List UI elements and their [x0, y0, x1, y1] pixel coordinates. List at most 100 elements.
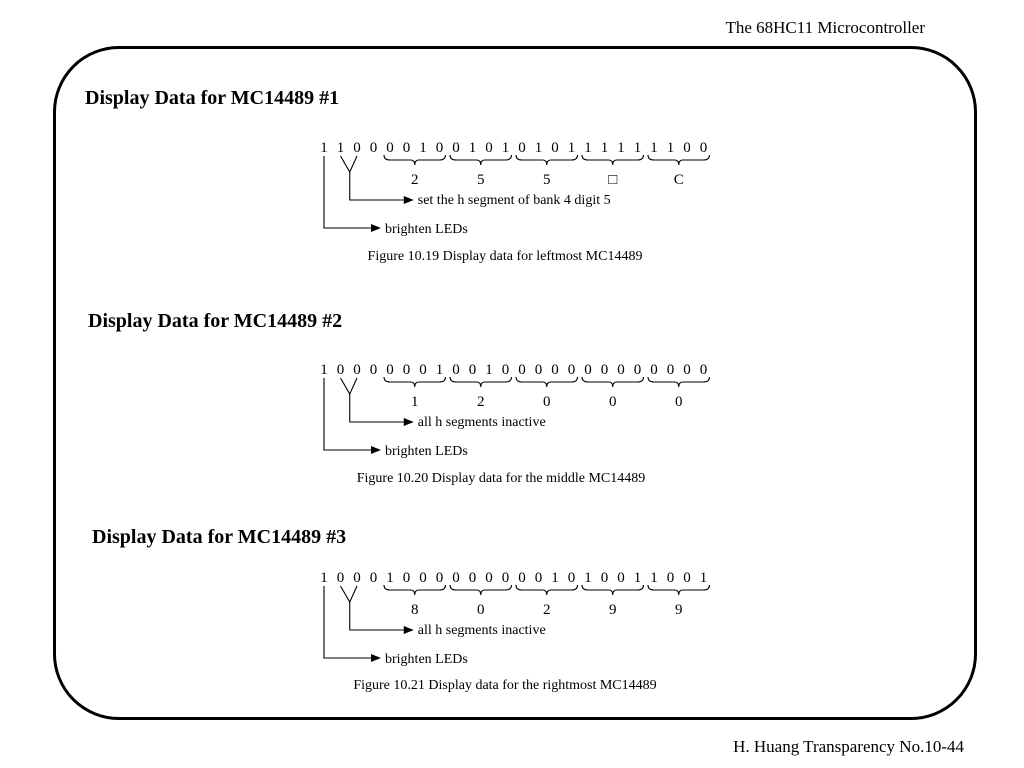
bit-23: 1 — [700, 570, 708, 586]
slide-frame — [53, 46, 977, 720]
bit-3: 0 — [370, 570, 378, 586]
digit-brace-1 — [449, 376, 513, 388]
bit-13: 0 — [535, 570, 543, 586]
digit-brace-2 — [515, 154, 579, 166]
digit-brace-1 — [449, 154, 513, 166]
bit-21: 0 — [667, 570, 675, 586]
digit-brace-2 — [515, 376, 579, 388]
bit-16: 0 — [584, 362, 592, 378]
bit-3: 0 — [370, 140, 378, 156]
bit-20: 0 — [650, 362, 658, 378]
bit-7: 0 — [436, 570, 444, 586]
digit-brace-4 — [647, 584, 711, 596]
digit-label-2: 5 — [543, 172, 551, 188]
digit-brace-3 — [581, 584, 645, 596]
digit-label-2: 2 — [543, 602, 551, 618]
h-selector-lines — [340, 377, 358, 396]
digit-brace-1 — [449, 584, 513, 596]
bit-14: 0 — [551, 362, 559, 378]
bit-11: 0 — [502, 570, 510, 586]
bit-5: 0 — [403, 570, 411, 586]
digit-label-3: 0 — [609, 394, 617, 410]
bit-21: 1 — [667, 140, 675, 156]
bit-22: 0 — [683, 570, 691, 586]
h-selector-arrow-line — [349, 394, 404, 423]
bit-0: 1 — [320, 362, 328, 378]
bit-20: 1 — [650, 140, 658, 156]
bit-14: 0 — [551, 140, 559, 156]
digit-label-1: 2 — [477, 394, 485, 410]
bit-12: 0 — [518, 362, 526, 378]
bit-10: 0 — [485, 570, 493, 586]
bit-18: 1 — [617, 140, 625, 156]
h-selector-arrowhead — [403, 196, 414, 204]
bit-13: 0 — [535, 362, 543, 378]
brighten-label: brighten LEDs — [385, 444, 468, 459]
section-title-2: Display Data for MC14489 #2 — [88, 310, 343, 332]
bit-4: 0 — [386, 362, 394, 378]
course-header: The 68HC11 Microcontroller — [725, 18, 925, 37]
h-segment-label: set the h segment of bank 4 digit 5 — [418, 193, 611, 208]
h-selector-lines — [340, 155, 358, 174]
brighten-arrowhead — [371, 446, 381, 454]
h-segment-label: all h segments inactive — [418, 415, 546, 430]
section-title-1: Display Data for MC14489 #1 — [85, 87, 340, 109]
digit-brace-0 — [383, 584, 447, 596]
footer-text: H. Huang Transparency No.10-44 — [733, 737, 964, 756]
bit-6: 1 — [419, 140, 427, 156]
bit-9: 0 — [469, 570, 477, 586]
bit-11: 0 — [502, 362, 510, 378]
bit-8: 0 — [452, 362, 460, 378]
h-segment-label: all h segments inactive — [418, 623, 546, 638]
digit-brace-0 — [383, 376, 447, 388]
bit-10: 1 — [485, 362, 493, 378]
bit-13: 1 — [535, 140, 543, 156]
digit-brace-3 — [581, 376, 645, 388]
brighten-arrow-line — [323, 156, 371, 229]
brighten-arrow-line — [323, 378, 371, 451]
bit-22: 0 — [683, 140, 691, 156]
bit-4: 0 — [386, 140, 394, 156]
digit-label-2: 0 — [543, 394, 551, 410]
bit-1: 0 — [337, 570, 345, 586]
digit-label-3: □ — [608, 172, 617, 188]
bit-16: 1 — [584, 140, 592, 156]
brighten-label: brighten LEDs — [385, 652, 468, 667]
digit-label-0: 2 — [411, 172, 419, 188]
digit-label-0: 8 — [411, 602, 419, 618]
bit-16: 1 — [584, 570, 592, 586]
bit-8: 0 — [452, 140, 460, 156]
bit-12: 0 — [518, 570, 526, 586]
bit-1: 1 — [337, 140, 345, 156]
bit-21: 0 — [667, 362, 675, 378]
bit-15: 0 — [568, 570, 576, 586]
digit-brace-4 — [647, 154, 711, 166]
bit-7: 1 — [436, 362, 444, 378]
bit-23: 0 — [700, 140, 708, 156]
digit-label-4: 0 — [675, 394, 683, 410]
brighten-label: brighten LEDs — [385, 222, 468, 237]
bit-19: 1 — [634, 140, 642, 156]
digit-label-0: 1 — [411, 394, 419, 410]
bit-23: 0 — [700, 362, 708, 378]
figure-caption-1: Figure 10.19 Display data for leftmost M… — [367, 249, 643, 264]
brighten-arrowhead — [371, 654, 381, 662]
bit-6: 0 — [419, 570, 427, 586]
bit-2: 0 — [353, 140, 361, 156]
digit-brace-2 — [515, 584, 579, 596]
bit-15: 0 — [568, 362, 576, 378]
bit-10: 0 — [485, 140, 493, 156]
bit-8: 0 — [452, 570, 460, 586]
bit-22: 0 — [683, 362, 691, 378]
bit-2: 0 — [353, 362, 361, 378]
bit-1: 0 — [337, 362, 345, 378]
digit-label-4: 9 — [675, 602, 683, 618]
digit-label-1: 0 — [477, 602, 485, 618]
bit-9: 0 — [469, 362, 477, 378]
digit-brace-0 — [383, 154, 447, 166]
bit-3: 0 — [370, 362, 378, 378]
digit-label-1: 5 — [477, 172, 485, 188]
